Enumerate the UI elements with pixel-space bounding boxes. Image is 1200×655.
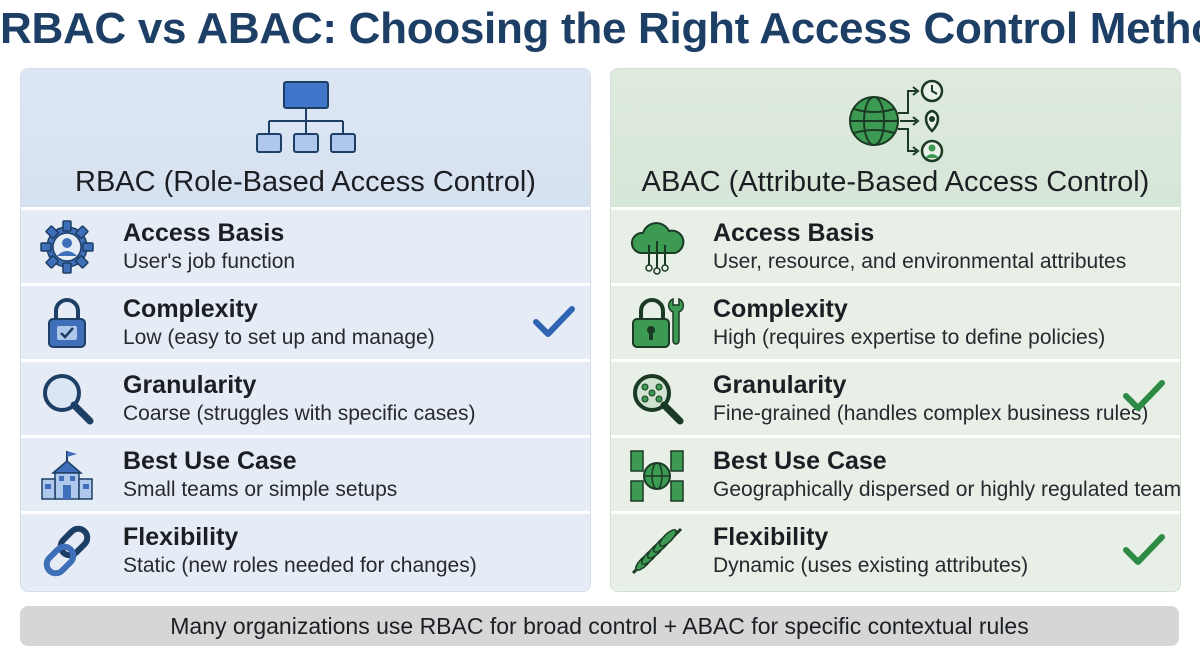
- globe-attributes-icon: [848, 79, 943, 163]
- rbac-access-basis-desc: User's job function: [123, 250, 296, 273]
- globe-buildings-icon: [630, 450, 684, 502]
- rbac-complexity-desc: Low (easy to set up and manage): [123, 326, 435, 349]
- cloud-circuit-icon: [631, 222, 685, 275]
- rbac-flexibility-title: Flexibility: [123, 523, 239, 551]
- magnifier-network-icon: [633, 374, 684, 425]
- abac-access-basis-desc: User, resource, and environmental attrib…: [713, 250, 1127, 273]
- abac-best-use-case-desc: Geographically dispersed or highly regul…: [713, 478, 1181, 501]
- rbac-granularity-desc: Coarse (struggles with specific cases): [123, 402, 476, 425]
- abac-row-complexity: Complexity High (requires expertise to d…: [611, 283, 1180, 359]
- rbac-row-access-basis: Access Basis User's job function: [21, 207, 590, 283]
- padlock-wrench-icon: [632, 297, 685, 348]
- footer-note: Many organizations use RBAC for broad co…: [20, 606, 1179, 646]
- chain-link-icon: [43, 525, 91, 577]
- rbac-best-use-case-title: Best Use Case: [123, 447, 297, 475]
- padlock-check-icon: [48, 298, 86, 348]
- abac-heading: ABAC (Attribute-Based Access Control): [641, 166, 1150, 198]
- abac-granularity-desc: Fine-grained (handles complex business r…: [713, 402, 1149, 425]
- rbac-panel: RBAC (Role-Based Access Control) Access …: [20, 68, 591, 592]
- abac-flexibility-desc: Dynamic (uses existing attributes): [713, 554, 1029, 577]
- abac-access-basis-title: Access Basis: [713, 219, 875, 247]
- page-title: RBAC vs ABAC: Choosing the Right Access …: [0, 4, 1200, 53]
- abac-panel: ABAC (Attribute-Based Access Control) Ac…: [610, 68, 1181, 592]
- rbac-row-flexibility: Flexibility Static (new roles needed for…: [21, 511, 590, 587]
- abac-header: ABAC (Attribute-Based Access Control): [611, 69, 1180, 207]
- rbac-best-use-case-desc: Small teams or simple setups: [123, 478, 398, 501]
- rbac-header: RBAC (Role-Based Access Control): [21, 69, 590, 207]
- rbac-row-best-use-case: Best Use Case Small teams or simple setu…: [21, 435, 590, 511]
- abac-row-flexibility: Flexibility Dynamic (uses existing attri…: [611, 511, 1180, 587]
- school-building-icon: [41, 451, 93, 500]
- gear-user-icon: [40, 220, 94, 274]
- rbac-complexity-title: Complexity: [123, 295, 258, 323]
- rbac-flexibility-desc: Static (new roles needed for changes): [123, 554, 477, 577]
- abac-row-granularity: Granularity Fine-grained (handles comple…: [611, 359, 1180, 435]
- magnifier-icon: [43, 374, 94, 425]
- spring-coil-icon: [631, 527, 683, 575]
- org-chart-icon: [255, 81, 356, 153]
- rbac-granularity-title: Granularity: [123, 371, 257, 399]
- abac-complexity-desc: High (requires expertise to define polic…: [713, 326, 1106, 349]
- check-icon: [1123, 534, 1165, 565]
- abac-complexity-title: Complexity: [713, 295, 848, 323]
- check-icon: [533, 306, 575, 337]
- rbac-row-granularity: Granularity Coarse (struggles with speci…: [21, 359, 590, 435]
- abac-flexibility-title: Flexibility: [713, 523, 829, 551]
- check-icon: [1123, 380, 1165, 411]
- rbac-heading: RBAC (Role-Based Access Control): [75, 166, 536, 198]
- abac-row-best-use-case: Best Use Case Geographically dispersed o…: [611, 435, 1180, 511]
- abac-granularity-title: Granularity: [713, 371, 847, 399]
- rbac-access-basis-title: Access Basis: [123, 219, 285, 247]
- abac-best-use-case-title: Best Use Case: [713, 447, 887, 475]
- rbac-row-complexity: Complexity Low (easy to set up and manag…: [21, 283, 590, 359]
- abac-row-access-basis: Access Basis User, resource, and environ…: [611, 207, 1180, 283]
